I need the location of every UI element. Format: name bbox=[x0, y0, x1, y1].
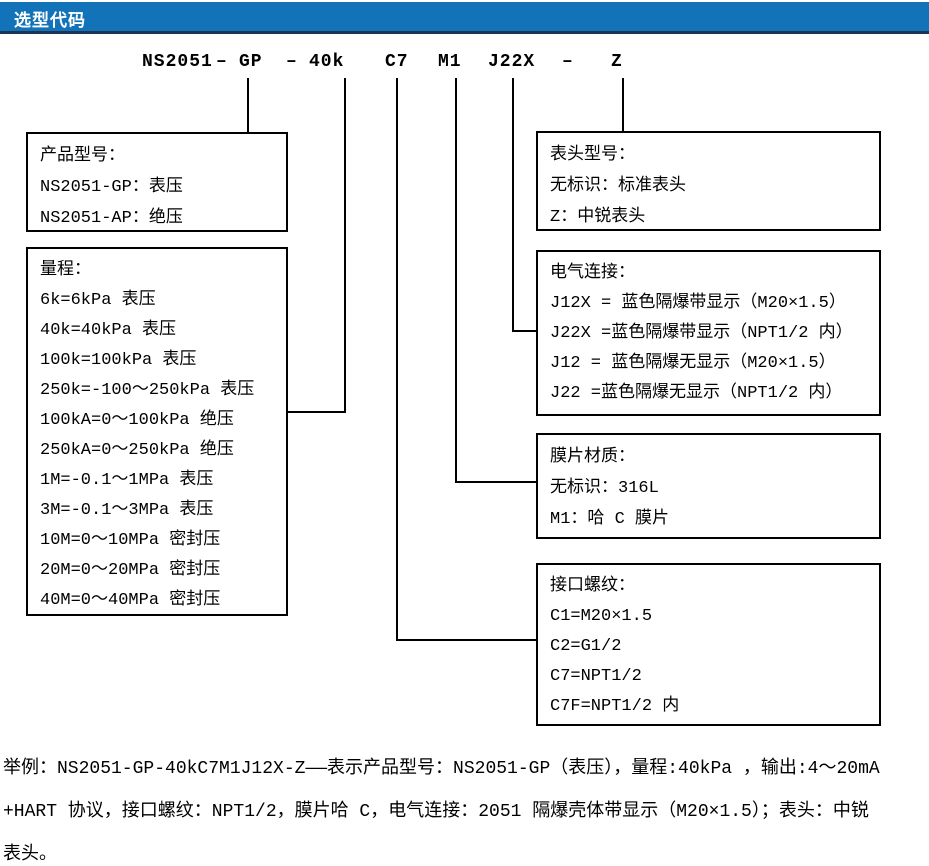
box-line: 100k=100kPa 表压 bbox=[40, 351, 197, 370]
code-segment-diaphragm: M1 bbox=[438, 52, 462, 72]
box-line: J12 = 蓝色隔爆无显示（M20×1.5） bbox=[550, 354, 836, 373]
example-line: 举例：NS2051-GP-40kC7M1J12X-Z——表示产品型号：NS205… bbox=[3, 759, 880, 779]
box-line: 3M=-0.1～3MPa 表压 bbox=[40, 501, 214, 520]
connector-diaphragm-vertical bbox=[455, 78, 457, 483]
box-line: NS2051-GP：表压 bbox=[40, 178, 183, 197]
example-line: 表头。 bbox=[3, 845, 57, 865]
connector-electrical-vertical bbox=[512, 78, 514, 332]
box-line: J12X = 蓝色隔爆带显示（M20×1.5） bbox=[550, 294, 846, 313]
box-title: 量程： bbox=[40, 261, 91, 280]
range-box: 量程： 6k=6kPa 表压 40k=40kPa 表压 100k=100kPa … bbox=[26, 247, 288, 616]
box-line: C7F=NPT1/2 内 bbox=[550, 697, 680, 716]
box-line: C2=G1/2 bbox=[550, 637, 622, 656]
display-head-box: 表头型号： 无标识：标准表头 Z：中锐表头 bbox=[536, 131, 881, 231]
code-segment-type: GP bbox=[239, 52, 263, 72]
box-line: 250kA=0～250kPa 绝压 bbox=[40, 441, 234, 460]
box-line: Z：中锐表头 bbox=[550, 208, 646, 227]
box-line: 20M=0～20MPa 密封压 bbox=[40, 561, 221, 580]
code-segment-model: NS2051 bbox=[142, 52, 213, 72]
connector-diaphragm-horizontal bbox=[455, 481, 537, 483]
connector-product-model bbox=[247, 78, 249, 132]
box-line: 6k=6kPa 表压 bbox=[40, 291, 156, 310]
box-line: C7=NPT1/2 bbox=[550, 667, 642, 686]
box-line: J22X =蓝色隔爆带显示（NPT1/2 内） bbox=[550, 324, 853, 343]
connector-thread-vertical bbox=[396, 78, 398, 641]
box-line: C1=M20×1.5 bbox=[550, 607, 653, 626]
connector-range-horizontal bbox=[288, 411, 346, 413]
code-segment-dash: – bbox=[216, 52, 228, 72]
box-title: 接口螺纹： bbox=[550, 577, 635, 596]
box-title: 电气连接： bbox=[550, 264, 635, 283]
box-line: 100kA=0～100kPa 绝压 bbox=[40, 411, 234, 430]
code-segment-dash: – bbox=[562, 52, 574, 72]
box-line: M1：哈 C 膜片 bbox=[550, 510, 670, 529]
box-line: 无标识：标准表头 bbox=[550, 177, 686, 196]
connector-electrical-horizontal bbox=[512, 330, 537, 332]
box-title: 膜片材质： bbox=[550, 448, 635, 467]
box-line: J22 =蓝色隔爆无显示（NPT1/2 内） bbox=[550, 384, 843, 403]
code-segment-range: 40k bbox=[309, 52, 345, 72]
connector-range-vertical bbox=[344, 78, 346, 413]
box-title: 产品型号： bbox=[40, 147, 125, 166]
thread-box: 接口螺纹： C1=M20×1.5 C2=G1/2 C7=NPT1/2 C7F=N… bbox=[536, 563, 881, 726]
example-paragraph: 举例：NS2051-GP-40kC7M1J12X-Z——表示产品型号：NS205… bbox=[3, 748, 927, 866]
connector-display-head bbox=[622, 78, 624, 131]
product-model-box: 产品型号： NS2051-GP：表压 NS2051-AP：绝压 bbox=[26, 132, 288, 232]
box-line: 无标识：316L bbox=[550, 479, 659, 498]
code-segment-electrical: J22X bbox=[488, 52, 536, 72]
code-segment-thread: C7 bbox=[385, 52, 409, 72]
code-segment-head: Z bbox=[611, 52, 623, 72]
section-header-bar bbox=[0, 2, 929, 34]
box-line: 40M=0～40MPa 密封压 bbox=[40, 591, 221, 610]
box-line: 10M=0～10MPa 密封压 bbox=[40, 531, 221, 550]
box-line: 250k=-100～250kPa 表压 bbox=[40, 381, 255, 400]
connector-thread-horizontal bbox=[396, 639, 537, 641]
code-segment-dash: – bbox=[286, 52, 298, 72]
box-title: 表头型号： bbox=[550, 146, 635, 165]
section-title: 选型代码 bbox=[14, 11, 86, 30]
electrical-connection-box: 电气连接： J12X = 蓝色隔爆带显示（M20×1.5） J22X =蓝色隔爆… bbox=[536, 250, 881, 416]
example-line: +HART 协议，接口螺纹：NPT1/2，膜片哈 C，电气连接：2051 隔爆壳… bbox=[3, 802, 869, 822]
box-line: NS2051-AP：绝压 bbox=[40, 209, 183, 228]
box-line: 1M=-0.1～1MPa 表压 bbox=[40, 471, 214, 490]
diaphragm-material-box: 膜片材质： 无标识：316L M1：哈 C 膜片 bbox=[536, 433, 881, 539]
box-line: 40k=40kPa 表压 bbox=[40, 321, 177, 340]
